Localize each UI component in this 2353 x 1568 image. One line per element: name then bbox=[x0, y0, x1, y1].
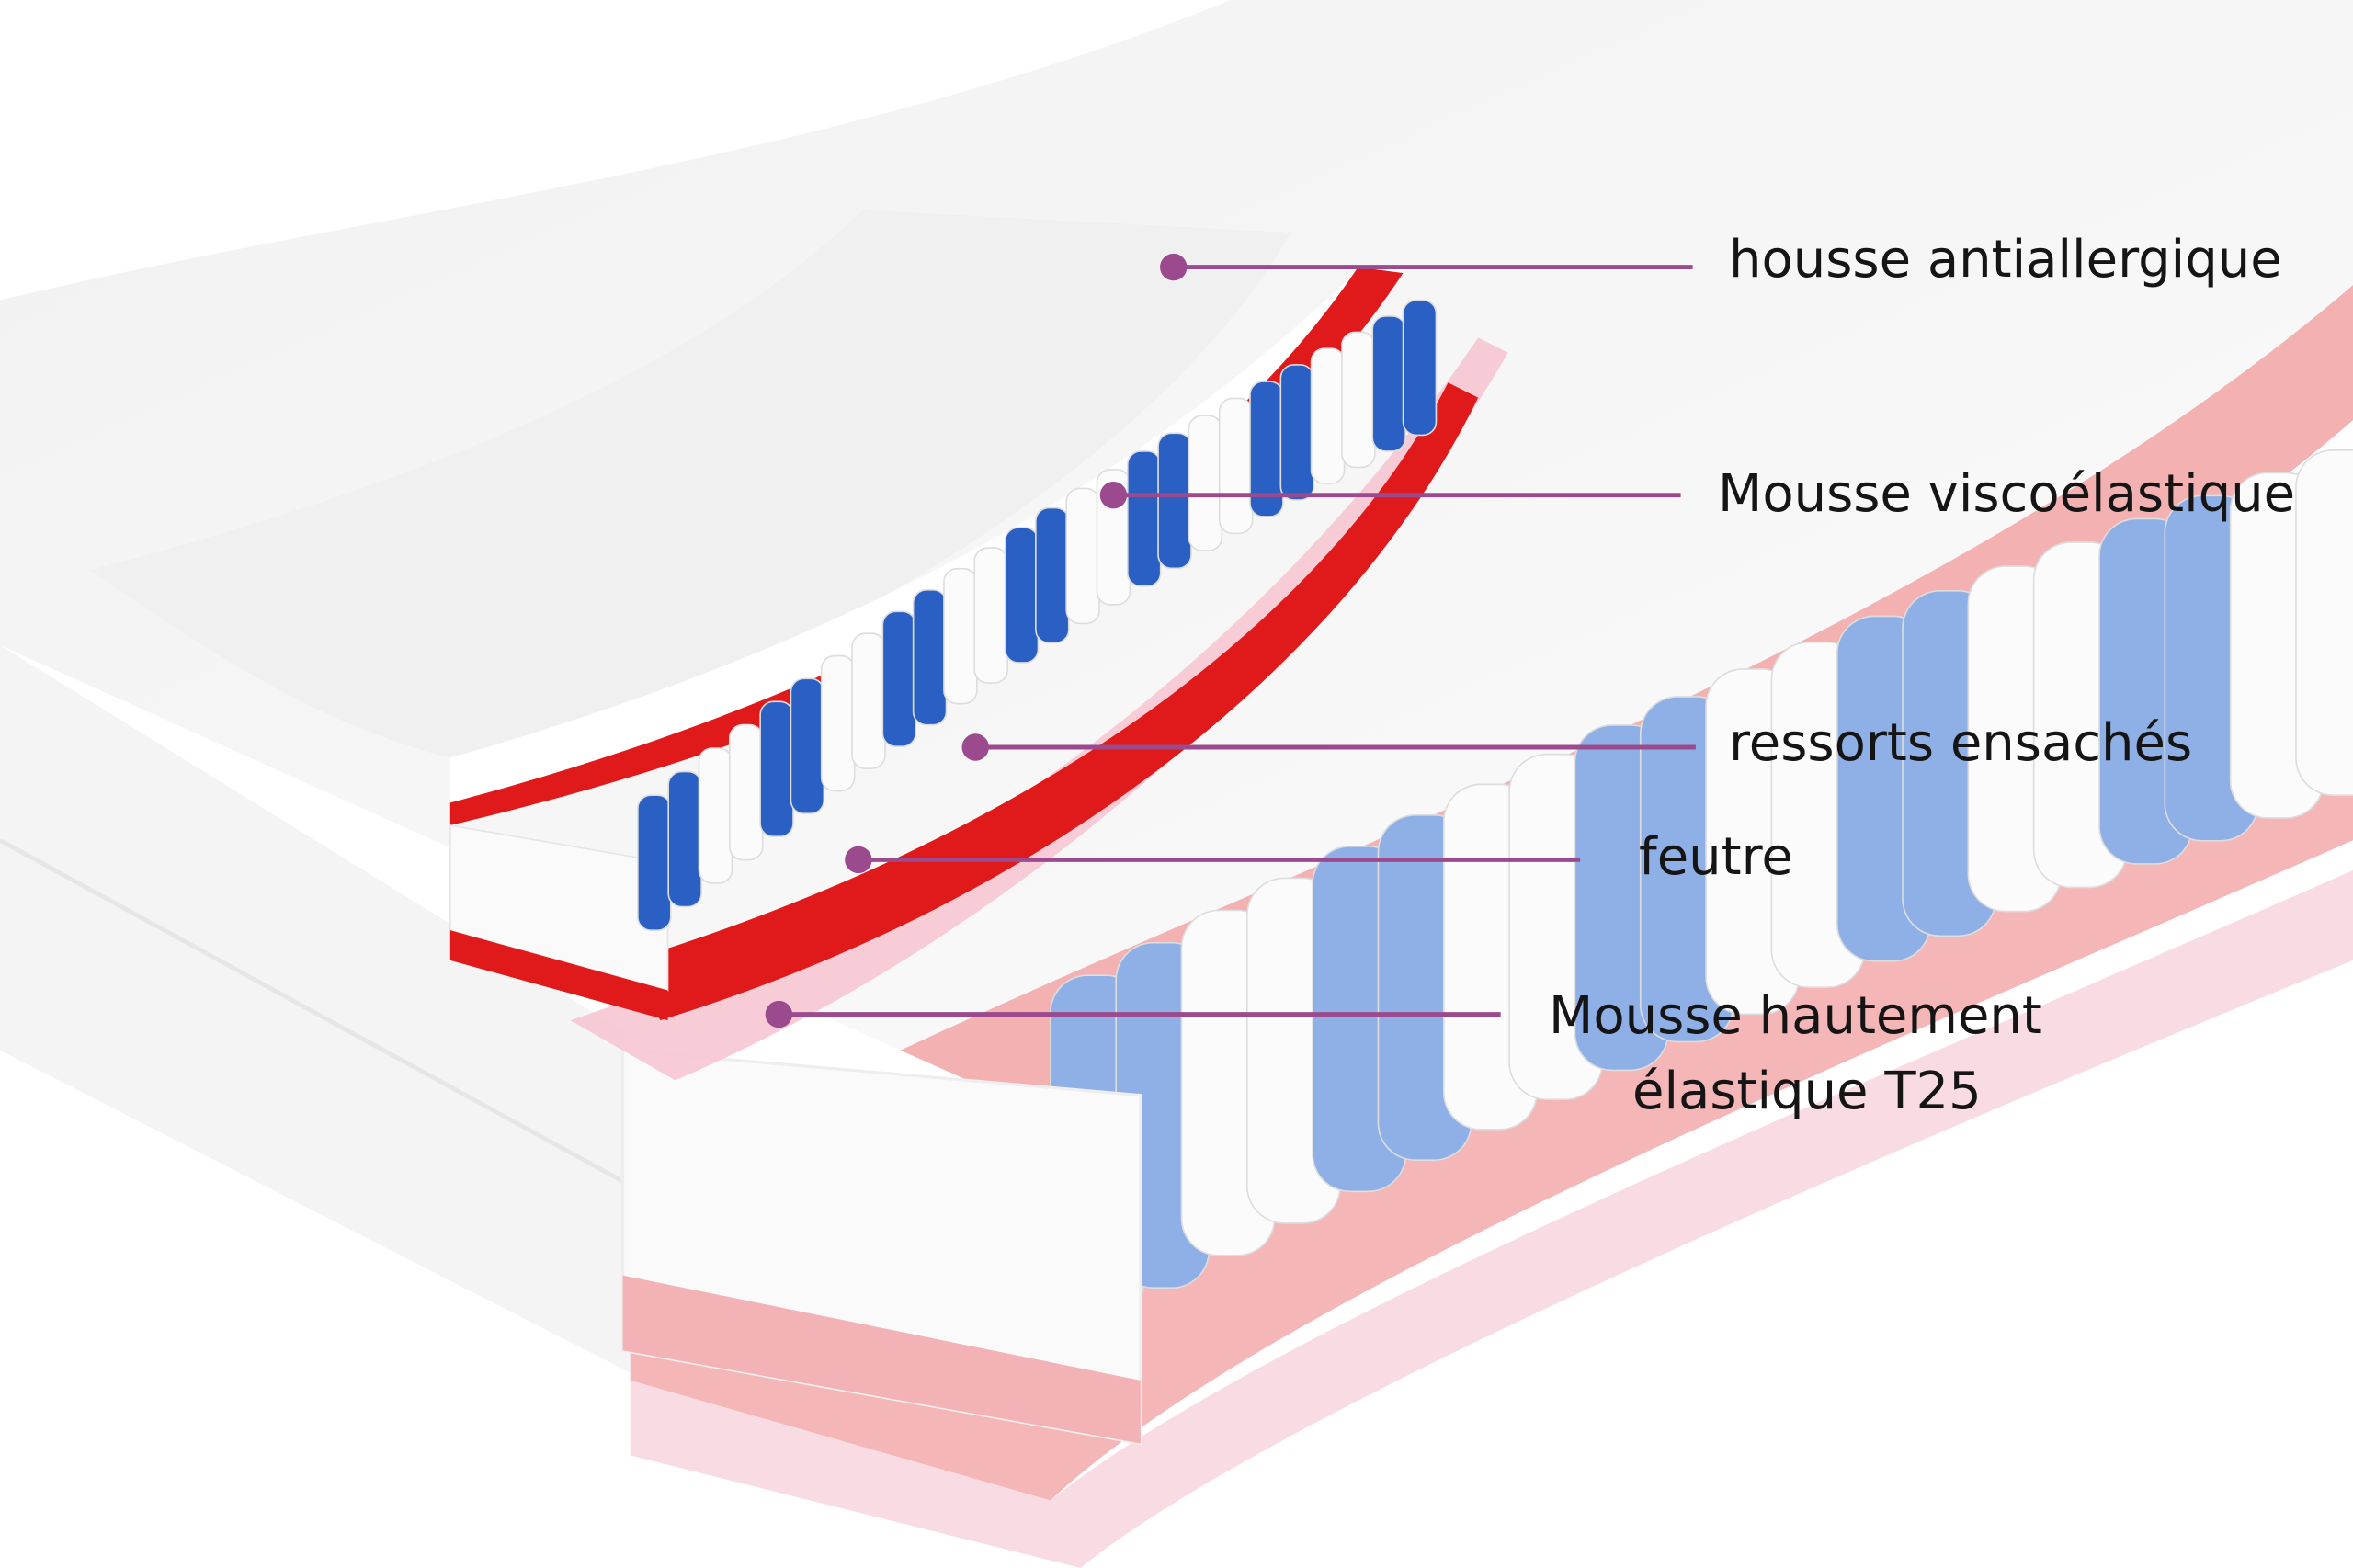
pocket-spring bbox=[1279, 364, 1315, 501]
pocket-spring bbox=[1402, 299, 1438, 437]
pocket-spring bbox=[2295, 449, 2353, 797]
pocket-spring bbox=[667, 770, 702, 908]
pocket-spring bbox=[973, 547, 1008, 684]
label-springs: ressorts ensachés bbox=[1729, 713, 2193, 773]
mattress-left-side bbox=[0, 644, 631, 1373]
label-cover: housse antiallergique bbox=[1729, 230, 2282, 290]
pocket-spring bbox=[912, 588, 948, 726]
leader-dot-springs bbox=[961, 733, 989, 761]
leader-dot-felt bbox=[845, 846, 872, 874]
pocket-spring bbox=[820, 654, 856, 792]
pocket-spring bbox=[759, 700, 794, 838]
label-base-foam-line1: Mousse hautement bbox=[1549, 986, 2042, 1046]
leader-dot-memory-foam bbox=[1099, 482, 1128, 509]
pocket-spring bbox=[1157, 432, 1192, 570]
cutaway-cover bbox=[89, 210, 1291, 796]
pocket-spring bbox=[1310, 347, 1346, 484]
pocket-spring bbox=[728, 723, 764, 861]
pocket-spring bbox=[1188, 415, 1223, 551]
pocket-spring bbox=[851, 632, 886, 769]
pocket-spring bbox=[1126, 450, 1162, 587]
leader-dot-base-foam bbox=[765, 1000, 793, 1028]
label-base-foam-line2: élastique T25 bbox=[1632, 1062, 1982, 1121]
label-memory-foam: Mousse viscoélastique bbox=[1718, 464, 2296, 524]
pocket-spring bbox=[698, 747, 733, 884]
pocket-spring bbox=[1218, 397, 1254, 535]
pocket-spring bbox=[1004, 527, 1040, 664]
pocket-spring bbox=[1065, 487, 1100, 625]
pocket-spring bbox=[790, 677, 825, 815]
label-felt: feutre bbox=[1639, 827, 1793, 887]
leader-dot-cover bbox=[1160, 253, 1188, 281]
pocket-spring bbox=[943, 567, 978, 705]
cutaway-felt-bottom bbox=[630, 382, 1479, 1021]
pocket-spring bbox=[1341, 331, 1376, 469]
pocket-spring bbox=[1035, 506, 1070, 644]
pocket-spring bbox=[1371, 315, 1406, 452]
pocket-spring bbox=[881, 610, 917, 748]
pocket-spring bbox=[637, 794, 672, 931]
